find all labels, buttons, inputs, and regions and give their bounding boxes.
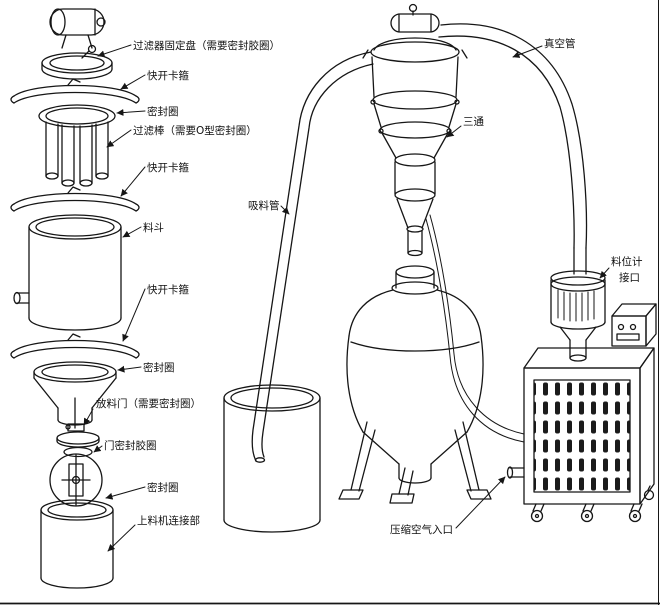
vacuum-tube bbox=[438, 23, 588, 275]
leader-discharge-door bbox=[83, 408, 94, 426]
leader-filter-rod bbox=[106, 129, 132, 148]
label-quick-clamp-2: 快开卡箍 bbox=[147, 161, 189, 174]
filter-rods bbox=[45, 121, 109, 187]
label-seal-ring-2: 密封圈 bbox=[143, 361, 175, 374]
vacuum-receiver bbox=[362, 3, 468, 257]
panel-button bbox=[617, 323, 625, 331]
label-hopper: 料斗 bbox=[143, 221, 164, 234]
leader-vacuum-pipe bbox=[512, 45, 543, 58]
loader-connection-body bbox=[40, 499, 114, 589]
panel-button bbox=[629, 323, 637, 331]
leader-door-seal bbox=[93, 445, 103, 453]
leader-level-gauge bbox=[599, 267, 610, 279]
leader-quick-clamp-3 bbox=[122, 288, 146, 342]
label-vacuum-pipe: 真空管 bbox=[544, 37, 576, 50]
panel-display bbox=[616, 333, 640, 341]
label-discharge-door: 放料门（需要密封圈） bbox=[96, 397, 201, 410]
level-gauge-hopper bbox=[550, 270, 606, 362]
leader-quick-clamp-1 bbox=[120, 74, 146, 90]
label-filter-plate: 过滤器固定盘（需要密封胶圈） bbox=[133, 39, 280, 52]
leader-seal-ring-1 bbox=[116, 109, 146, 117]
storage-tank bbox=[338, 265, 492, 504]
ventilation-grille bbox=[534, 380, 630, 492]
leader-seal-ring-3 bbox=[105, 486, 146, 500]
label-door-seal: 门密封胶圈 bbox=[104, 439, 157, 452]
suction-hose bbox=[251, 51, 374, 463]
air-inlet-fitting bbox=[506, 466, 525, 479]
label-tee: 三通 bbox=[463, 116, 484, 128]
leader-loader-connection bbox=[107, 524, 136, 552]
control-hoses bbox=[425, 214, 525, 443]
label-air-inlet: 压缩空气入口 bbox=[390, 523, 453, 536]
label-level-gauge-line1: 料位计 bbox=[611, 255, 643, 268]
filter-plate-with-seal bbox=[38, 104, 116, 128]
door-seal-ring bbox=[63, 446, 93, 458]
discharge-door-mechanism bbox=[56, 397, 100, 448]
ball-valve bbox=[49, 453, 103, 507]
material-bucket bbox=[223, 384, 321, 533]
leader-air-inlet bbox=[455, 476, 506, 529]
leader-seal-ring-2 bbox=[117, 365, 142, 373]
hopper-body bbox=[13, 214, 122, 331]
quick-clamp-bottom bbox=[10, 333, 140, 359]
label-loader-connection: 上料机连接部 bbox=[137, 514, 200, 527]
leader-hopper bbox=[122, 226, 142, 238]
leader-filter-plate bbox=[97, 44, 132, 58]
leader-lines bbox=[83, 44, 610, 552]
label-seal-ring-3: 密封圈 bbox=[147, 481, 179, 494]
label-level-gauge-line2: 接口 bbox=[619, 271, 640, 284]
filter-fixing-plate bbox=[41, 44, 113, 80]
leader-tee bbox=[446, 125, 462, 138]
control-panel bbox=[611, 303, 657, 347]
leader-quick-clamp-2 bbox=[120, 166, 146, 197]
label-seal-ring-1: 密封圈 bbox=[147, 105, 179, 118]
label-suction-pipe: 吸料管 bbox=[248, 199, 280, 212]
label-filter-rod: 过滤棒（需要O型密封圈） bbox=[133, 124, 257, 137]
quick-clamp-top bbox=[10, 78, 140, 104]
label-quick-clamp-3: 快开卡箍 bbox=[147, 283, 189, 296]
motor-assembly bbox=[49, 8, 106, 49]
quick-clamp-middle bbox=[10, 186, 140, 212]
casters bbox=[530, 485, 655, 523]
label-quick-clamp-1: 快开卡箍 bbox=[147, 69, 189, 82]
leader-suction-pipe bbox=[280, 205, 290, 215]
control-box bbox=[523, 347, 655, 505]
